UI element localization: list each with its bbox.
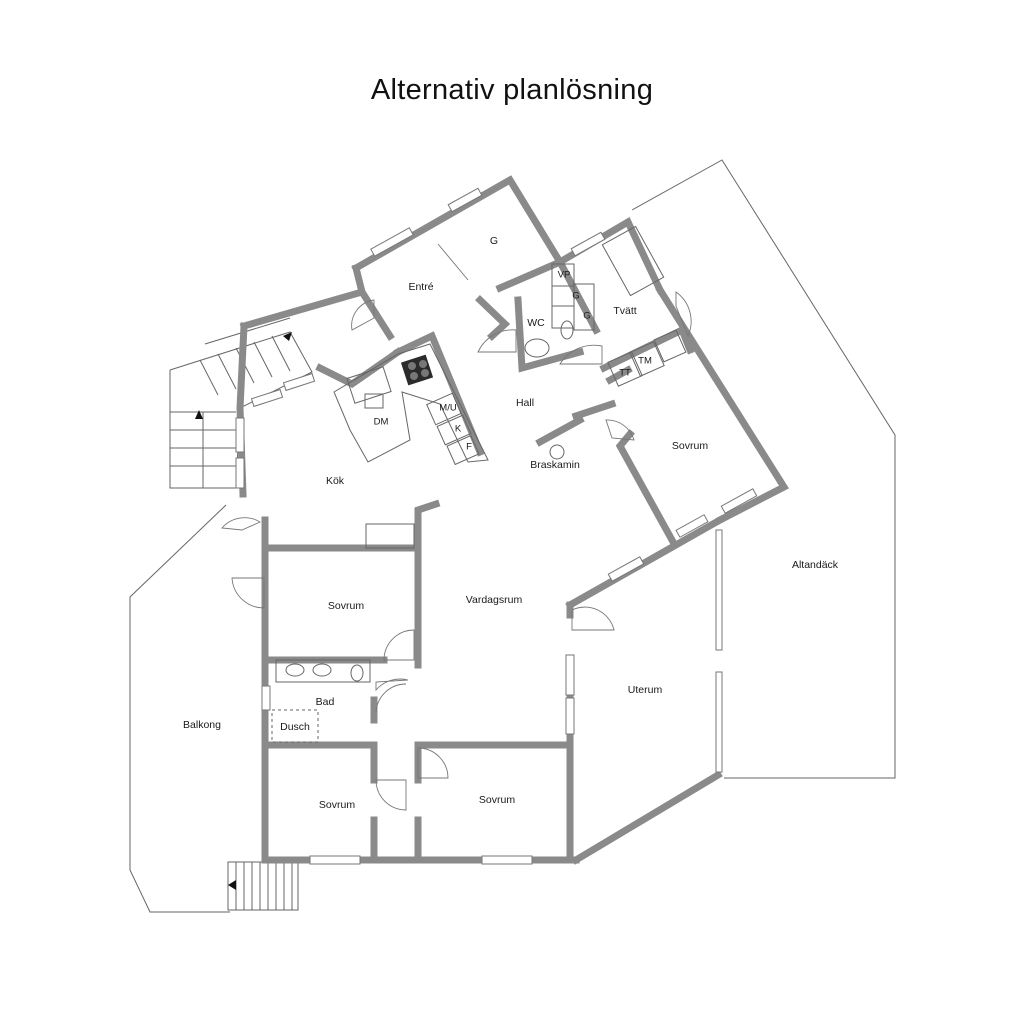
label-g2: G xyxy=(583,311,590,322)
label-tvatt: Tvätt xyxy=(613,305,636,317)
windows xyxy=(235,187,758,865)
altandack-outline xyxy=(631,159,896,779)
label-k: K xyxy=(455,424,462,435)
label-dm: DM xyxy=(374,417,389,428)
label-entre: Entré xyxy=(408,281,433,293)
wc-toilet-icon xyxy=(560,320,574,340)
doors xyxy=(221,243,692,811)
stair-arrow-ne-icon xyxy=(283,332,292,341)
wc-fixtures xyxy=(524,263,595,358)
label-dusch: Dusch xyxy=(280,721,310,733)
label-f: F xyxy=(466,442,472,453)
stairs-southwest xyxy=(227,861,299,911)
stair-arrow-up-icon xyxy=(195,410,203,419)
label-sovrum-ne: Sovrum xyxy=(672,440,708,452)
label-mu: M/U xyxy=(439,403,457,414)
fixtures xyxy=(271,225,687,743)
braskamin-icon xyxy=(549,444,565,460)
label-sovrum-s: Sovrum xyxy=(479,794,515,806)
stove-icon xyxy=(400,354,434,386)
room-labels: Entré G VP G G WC Tvätt TT TM Hall Brask… xyxy=(183,235,839,811)
label-hall: Hall xyxy=(516,397,534,409)
label-wc: WC xyxy=(527,317,545,329)
label-vardagsrum: Vardagsrum xyxy=(466,594,523,606)
label-uterum: Uterum xyxy=(628,684,663,696)
bath-sink-right-icon xyxy=(312,663,332,677)
label-tm: TM xyxy=(638,356,652,367)
bathroom-fixtures xyxy=(271,659,371,743)
label-altandack: Altandäck xyxy=(792,559,839,571)
label-vp: VP xyxy=(558,270,571,281)
wc-sink-icon xyxy=(524,338,550,358)
label-kok: Kök xyxy=(326,475,345,487)
label-sovrum-sw: Sovrum xyxy=(319,799,355,811)
label-bad: Bad xyxy=(316,696,335,708)
stair-arrow-left-icon xyxy=(228,880,236,890)
label-g1: G xyxy=(572,291,579,302)
label-braskamin: Braskamin xyxy=(530,459,580,471)
plan-title: Alternativ planlösning xyxy=(370,74,654,106)
kitchen-counter xyxy=(333,343,489,466)
bath-toilet-icon xyxy=(350,664,364,682)
laundry-fixtures xyxy=(601,225,687,387)
label-balkong: Balkong xyxy=(183,719,221,731)
balkong-outline xyxy=(129,504,230,913)
label-g-top: G xyxy=(490,235,498,247)
label-sovrum-w: Sovrum xyxy=(328,600,364,612)
label-tt: TT xyxy=(619,368,631,379)
bath-sink-left-icon xyxy=(285,663,305,677)
